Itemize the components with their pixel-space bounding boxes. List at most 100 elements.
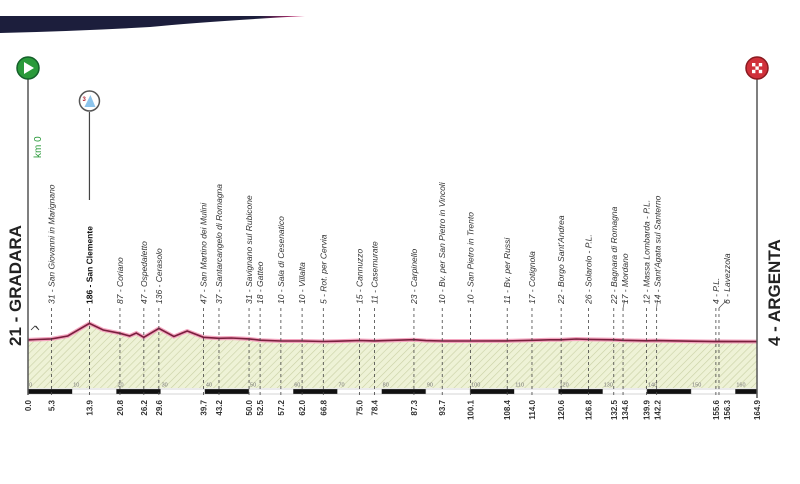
waypoint-km: 20.8 — [116, 399, 125, 415]
waypoint-km: 75.0 — [356, 399, 365, 415]
waypoint-label: 10 - San Pietro in Trento — [466, 212, 476, 304]
waypoint-km: 0.0 — [24, 399, 33, 411]
scale-tick-label: 90 — [427, 383, 433, 389]
header-banner — [0, 16, 305, 33]
waypoint-label: 17 - Cotignola — [527, 251, 537, 304]
waypoint-label: 5 - Rot. per Cervia — [318, 234, 328, 304]
waypoint-leader — [656, 299, 658, 309]
waypoint-km: 134.6 — [621, 399, 630, 420]
mountain-icon — [84, 95, 96, 107]
scale-tick-label: 160 — [736, 383, 745, 389]
waypoint-label: 87 - Coriano — [115, 257, 125, 304]
waypoint-label: 23 - Carpinello — [409, 248, 419, 305]
waypoint-label: 4 - P.L. — [711, 278, 721, 304]
scale-tick-label: 150 — [692, 383, 701, 389]
waypoint-km: 29.6 — [155, 399, 164, 415]
waypoint-km: 13.9 — [85, 399, 94, 415]
waypoint-km: 126.8 — [585, 399, 594, 420]
waypoint-km: 62.0 — [298, 399, 307, 415]
scale-tick-label: 70 — [338, 383, 344, 389]
checkered-flag-icon — [758, 63, 763, 67]
scale-tick-label: 60 — [294, 383, 300, 389]
start-town-label: 21 - GRADARA — [6, 225, 25, 346]
scale-segment — [602, 388, 648, 395]
waypoint-km: 26.2 — [140, 399, 149, 415]
scale-tick-label: 10 — [73, 383, 79, 389]
waypoint-label: 26 - Solarolo - P.L. — [584, 234, 594, 305]
scale-segment — [690, 388, 736, 395]
checkered-flag-icon — [758, 69, 763, 74]
scale-tick-label: 20 — [117, 383, 123, 389]
scale-tick-label: 130 — [604, 383, 613, 389]
waypoint-label: 47 - Ospedaletto — [139, 241, 149, 304]
waypoint-label: 12 - Massa Lombarda - P.L. — [641, 200, 651, 304]
scale-segment — [558, 388, 603, 395]
waypoint-label: 31 - Savignano sul Rubicone — [244, 195, 254, 304]
waypoint-km: 93.7 — [438, 399, 447, 415]
waypoint-label: 10 - Bv. per San Pietro in Vincoli — [437, 181, 447, 304]
waypoint-label: 136 - Cerasolo — [154, 248, 164, 304]
checkered-flag-icon — [752, 69, 756, 74]
waypoint-km: 100.1 — [467, 399, 476, 420]
waypoint-label: 17 - Mordano — [620, 253, 630, 304]
scale-tick-label: 30 — [162, 383, 168, 389]
waypoint-km: 66.8 — [319, 399, 328, 415]
scale-segment — [646, 388, 692, 395]
waypoint-km: 87.3 — [410, 399, 419, 415]
waypoint-label: 47 - San Martino dei Mulini — [199, 202, 209, 304]
bike-icon — [30, 325, 40, 331]
scale-segment — [514, 388, 559, 395]
waypoint-label: 6 - Lavezzola — [722, 253, 732, 304]
scale-tick-label: 80 — [383, 383, 389, 389]
waypoint-label: 11 - Bv. per Russi — [502, 237, 512, 304]
waypoint-label: 10 - Sala di Cesenatico — [276, 216, 286, 304]
waypoint-km: 52.5 — [256, 399, 265, 415]
waypoint-km: 155.6 — [712, 399, 721, 420]
waypoint-km: 142.2 — [653, 399, 662, 420]
scale-segment — [735, 388, 758, 395]
waypoint-km: 139.9 — [642, 399, 651, 420]
waypoint-label: 31 - San Giovanni in Marignano — [46, 184, 56, 304]
waypoint-km: 39.7 — [200, 399, 209, 415]
waypoint-km: 43.2 — [215, 399, 224, 415]
waypoint-label: 22 - Bagnara di Romagna — [609, 206, 619, 305]
scale-segment — [204, 388, 250, 395]
waypoint-label: 22 - Borgo Sant'Andrea — [556, 215, 566, 305]
scale-segment — [425, 388, 471, 395]
scale-tick-label: 100 — [471, 383, 480, 389]
checkered-flag-icon — [755, 66, 759, 70]
waypoint-km: 108.4 — [503, 399, 512, 420]
waypoint-leader — [622, 299, 626, 309]
scale-segment — [381, 388, 427, 395]
waypoint-km: 57.2 — [277, 399, 286, 415]
scale-segment — [27, 388, 73, 395]
waypoint-km: 114.0 — [528, 399, 537, 419]
waypoint-km: 5.3 — [47, 399, 56, 411]
waypoint-label: 186 - San Clemente — [84, 226, 94, 304]
waypoint-label: 10 - Villalta — [297, 262, 307, 304]
profile-line — [27, 322, 758, 343]
waypoint-label: 18 - Gatteo — [255, 261, 265, 304]
checkered-flag-icon — [752, 63, 756, 67]
waypoint-km: 50.0 — [245, 399, 254, 415]
scale-tick-label: 140 — [648, 383, 657, 389]
scale-segment — [248, 388, 294, 395]
waypoint-label: 14 - Sant'Agata sul Santerno — [652, 195, 662, 304]
kom-category: 3 — [82, 97, 86, 103]
scale-segment — [293, 388, 338, 395]
scale-segment — [72, 388, 117, 395]
waypoint-label: 37 - Santarcangelo di Romagna — [214, 184, 224, 304]
finish-town-label: 4 - ARGENTA — [765, 239, 784, 346]
scale-tick-label: 0 — [29, 383, 32, 389]
scale-tick-label: 40 — [206, 383, 212, 389]
waypoint-label: 15 - Cannuzzo — [355, 248, 365, 304]
scale-tick-label: 120 — [560, 383, 569, 389]
waypoint-km: 120.6 — [557, 399, 566, 420]
scale-segment — [116, 388, 161, 395]
waypoint-km: 78.4 — [371, 399, 380, 415]
scale-tick-label: 50 — [250, 383, 256, 389]
waypoint-km: 156.3 — [723, 399, 732, 420]
km0-label: km 0 — [33, 136, 44, 158]
waypoint-leader — [718, 299, 728, 309]
